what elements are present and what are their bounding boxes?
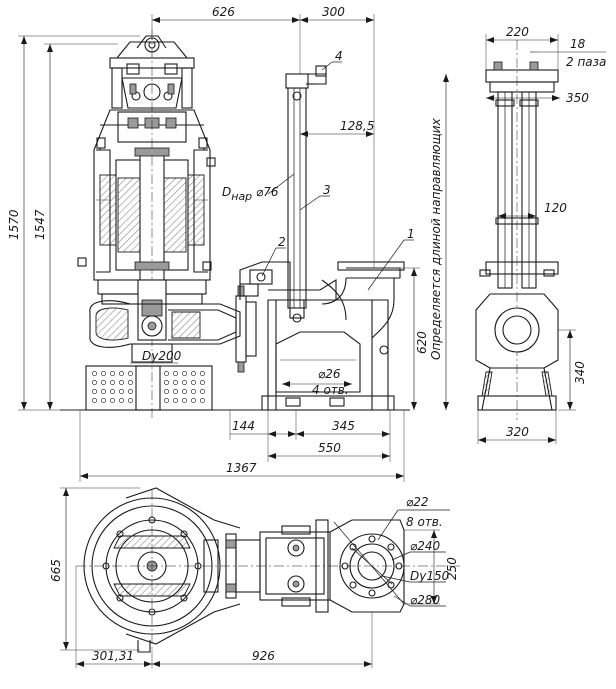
callout-3: 3 — [323, 183, 331, 197]
callout-2: 2 — [278, 235, 286, 249]
dim-4-holes: 4 отв. — [312, 383, 349, 397]
plan-view — [76, 487, 460, 653]
dim-926: 926 — [252, 649, 275, 663]
side-dimension-lines — [477, 34, 606, 444]
plan-dimension-lines — [60, 487, 450, 668]
front-view — [60, 30, 410, 420]
dim-144: 144 — [232, 419, 255, 433]
dim-d22: ⌀22 — [406, 495, 429, 509]
dim-350: 350 — [566, 91, 589, 105]
dim-d240: ⌀240 — [410, 539, 440, 553]
dim-320: 320 — [506, 425, 529, 439]
dim-d26: ⌀26 — [318, 367, 341, 381]
left-dimension-lines — [18, 35, 140, 411]
dim-301-31: 301,31 — [92, 649, 134, 663]
dim-2-slots: 2 паза — [566, 55, 606, 69]
dim-550: 550 — [318, 441, 341, 455]
dim-18: 18 — [570, 37, 586, 51]
side-view — [475, 40, 559, 420]
dim-345: 345 — [332, 419, 355, 433]
dim-1570: 1570 — [7, 209, 21, 240]
dim-220: 220 — [506, 25, 529, 39]
dim-d280: ⌀280 — [410, 593, 440, 607]
dim-626: 626 — [212, 5, 235, 19]
callout-1: 1 — [407, 227, 415, 241]
dim-8-holes: 8 отв. — [406, 515, 443, 529]
callout-leaders — [261, 61, 414, 291]
dim-300: 300 — [322, 5, 345, 19]
dim-1367: 1367 — [226, 461, 257, 475]
plan-bolt-circle — [102, 516, 202, 616]
rail-length-note: Определяется длиной направляющих — [429, 117, 443, 360]
dim-340: 340 — [573, 361, 587, 384]
dim-1547: 1547 — [33, 209, 47, 240]
dim-120: 120 — [544, 201, 567, 215]
top-dimension-lines — [151, 14, 375, 268]
dim-665: 665 — [49, 559, 63, 582]
outer-diameter-label: Dнар ⌀76 — [222, 185, 279, 203]
bottom-dimension-lines — [79, 410, 405, 482]
dim-dy150: Dy150 — [410, 569, 450, 583]
dim-dy200: Dy200 — [142, 349, 182, 363]
guide-rails — [285, 65, 327, 323]
slide-bracket — [239, 261, 291, 300]
dim-250: 250 — [445, 557, 459, 580]
dim-620: 620 — [415, 331, 429, 354]
pump-volute — [89, 279, 257, 373]
callout-4: 4 — [335, 49, 343, 63]
dim-128-5: 128,5 — [340, 119, 374, 133]
motor-housing — [77, 30, 216, 420]
strainer — [80, 365, 216, 411]
